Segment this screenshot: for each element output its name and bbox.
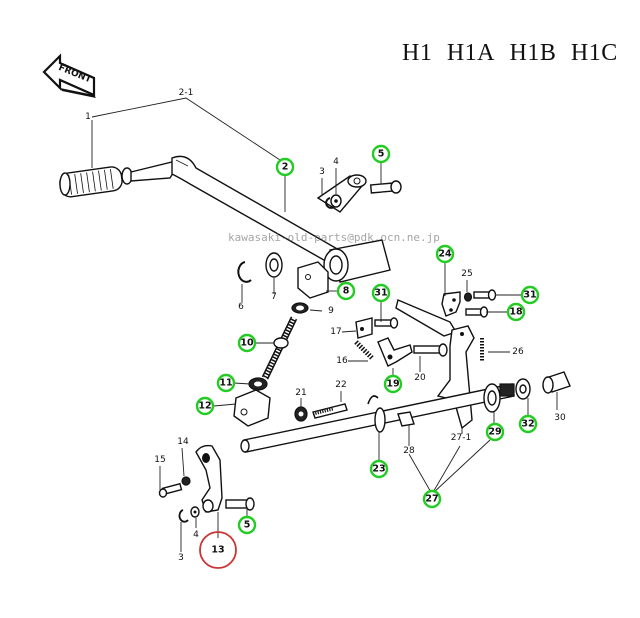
callout-ring-5-lower[interactable]: 5 [237,515,257,535]
callout-30: 30 [554,413,566,423]
callout-1: 1 [85,112,91,122]
model-h1a: H1A [446,40,496,66]
rod-part [261,316,298,380]
small-bolt-part [374,317,399,329]
callout-31-right: 31 [523,290,536,301]
front-arrow-icon: FRONT [42,53,96,98]
callout-27-1: 27-1 [451,433,471,443]
lower-bolt-5-part [225,497,255,511]
clevis-part [297,261,329,299]
callout-ring-19[interactable]: 19 [383,374,403,394]
callout-29: 29 [488,427,501,438]
callout-ring-31-left[interactable]: 31 [371,283,391,303]
shift-shaft-part [240,383,515,453]
callout-ring-23[interactable]: 23 [369,459,389,479]
shaft-washer-part [515,378,531,400]
callout-4-lower: 4 [193,530,199,540]
nut-part [291,302,309,314]
callout-22: 22 [335,380,346,390]
callout-11: 11 [219,378,232,389]
circlip-part [237,261,252,283]
callout-15: 15 [154,455,165,465]
pedal-boss-part [316,174,391,283]
model-title: H1 H1A H1B H1C [402,40,626,67]
spring-part [354,340,374,360]
callout-23: 23 [372,464,385,475]
callout-ring-10[interactable]: 10 [237,333,257,353]
lower-washer-part [190,506,200,518]
selector-bracket-part [441,291,461,317]
callout-ring-29[interactable]: 29 [485,422,505,442]
callout-13: 13 [211,545,224,556]
callout-31-left: 31 [374,288,387,299]
callout-5-upper: 5 [378,149,385,160]
lower-clip-part [178,509,189,523]
model-h1c: H1C [570,40,618,66]
callout-32: 32 [521,419,534,430]
callout-3-lower: 3 [178,553,184,563]
callout-18: 18 [509,307,523,318]
callout-8: 8 [343,286,350,297]
lower-bolt-15-part [158,482,183,498]
callout-ring-2[interactable]: 2 [275,157,295,177]
callout-ring-18[interactable]: 18 [506,302,526,322]
lever-part [377,337,413,367]
callout-19: 19 [386,379,399,390]
callout-10: 10 [240,338,254,349]
callout-14: 14 [177,437,189,447]
pin-nut-part [294,406,308,422]
callout-ring-13-selected[interactable]: 13 [199,531,237,569]
callout-5-lower: 5 [244,520,251,531]
plate-part [355,317,373,339]
callout-4-upper: 4 [333,157,339,167]
callout-27: 27 [425,494,438,505]
bolt-part [369,180,402,194]
model-h1b: H1B [509,40,557,66]
callout-26: 26 [512,347,524,357]
large-washer-part [265,252,283,278]
callout-ring-24[interactable]: 24 [435,244,455,264]
callout-25: 25 [461,269,472,279]
washer-part [330,194,342,208]
callout-ring-11[interactable]: 11 [216,373,236,393]
callout-7: 7 [271,292,277,302]
callout-ring-27[interactable]: 27 [422,489,442,509]
callout-ring-8[interactable]: 8 [336,281,356,301]
callout-ring-12[interactable]: 12 [195,396,215,416]
lower-nut-14-part [181,476,191,486]
lower-lever-part [195,444,223,513]
callout-16: 16 [336,356,348,366]
bracket-bolt-part [465,289,497,318]
callout-20: 20 [414,373,426,383]
callout-9: 9 [328,306,334,316]
model-h1: H1 [402,40,433,66]
long-bolt-part [413,343,448,357]
callout-2: 2 [282,162,289,173]
callout-ring-31-right[interactable]: 31 [520,285,540,305]
watermark-text: kawasaki-old-parts@pdk.ocn.ne.jp [228,231,440,244]
lower-clevis-part [233,389,271,427]
pin-part [312,403,348,419]
callout-17: 17 [330,327,341,337]
small-nut-part [463,292,473,302]
callout-ring-5-upper[interactable]: 5 [371,144,391,164]
shift-pedal-part [59,155,361,277]
callout-21: 21 [295,388,306,398]
callout-3-upper: 3 [319,167,325,177]
leader-lines [91,97,558,552]
callout-12: 12 [198,401,211,412]
callout-24: 24 [438,249,452,260]
callout-ring-32[interactable]: 32 [518,414,538,434]
shaft-cap-part [542,371,571,394]
callout-2-1: 2-1 [179,88,194,98]
callout-6: 6 [238,302,244,312]
lower-nut-part [248,377,268,391]
callout-28: 28 [403,446,415,456]
